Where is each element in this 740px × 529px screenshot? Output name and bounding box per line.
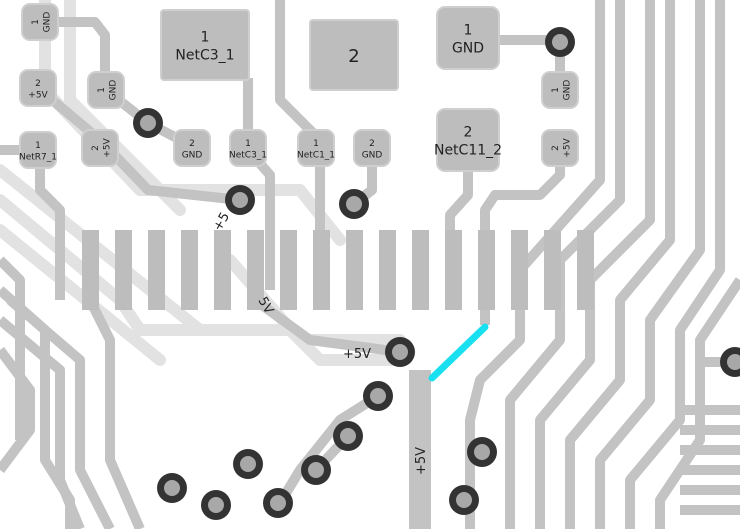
- via[interactable]: [385, 337, 415, 367]
- net-label-5v-vertical: +5V: [414, 447, 429, 475]
- via[interactable]: [339, 189, 369, 219]
- via[interactable]: [263, 488, 293, 518]
- pad-num-label: 1: [245, 139, 251, 149]
- ic-pin[interactable]: [511, 230, 528, 310]
- pad-num-label: 1: [551, 87, 561, 93]
- via[interactable]: [133, 108, 163, 138]
- ic-pin[interactable]: [379, 230, 396, 310]
- pad-net-label: NetC1_1: [297, 150, 335, 160]
- ic-pin[interactable]: [412, 230, 429, 310]
- pad-num-label: 2: [91, 145, 101, 151]
- ic-pin[interactable]: [247, 230, 264, 310]
- pad-net-label: +5V: [28, 90, 48, 100]
- pad-net-label: GND: [452, 41, 484, 57]
- pad-num-label: 1: [313, 139, 319, 149]
- via[interactable]: [363, 381, 393, 411]
- via[interactable]: [225, 185, 255, 215]
- pad-net-label: GND: [182, 150, 203, 160]
- net-label-5v-partial: 5V: [255, 295, 277, 317]
- pad-num-label: 2: [348, 46, 359, 67]
- ic-pin[interactable]: [214, 230, 231, 310]
- pad[interactable]: 2: [309, 19, 399, 91]
- selected-trace-highlight[interactable]: [428, 323, 489, 382]
- pad-num-label: 1: [97, 87, 107, 93]
- pad-net-label: NetC11_2: [434, 143, 502, 159]
- pad-net-label: GND: [562, 80, 572, 101]
- pad-net-label: GND: [108, 80, 118, 101]
- via[interactable]: [720, 347, 740, 377]
- pad-num-label: 2: [551, 145, 561, 151]
- net-label-5v: +5V: [343, 347, 371, 362]
- via[interactable]: [449, 485, 479, 515]
- pad-net-label: GND: [362, 150, 383, 160]
- ic-pin[interactable]: [115, 230, 132, 310]
- via[interactable]: [333, 421, 363, 451]
- via[interactable]: [545, 27, 575, 57]
- ic-pin[interactable]: [577, 230, 594, 310]
- pad-net-label: NetC3_1: [229, 150, 267, 160]
- pad-num-label: 1: [201, 30, 210, 46]
- ic-pin-row: [82, 230, 594, 310]
- ic-pin[interactable]: [280, 230, 297, 310]
- ic-pin[interactable]: [346, 230, 363, 310]
- pad-net-label: NetC3_1: [175, 48, 234, 64]
- via[interactable]: [467, 437, 497, 467]
- pad-num-label: 1: [35, 141, 41, 151]
- vias: [133, 27, 740, 520]
- ic-pin[interactable]: [313, 230, 330, 310]
- ic-pin[interactable]: [82, 230, 99, 310]
- pad[interactable]: 2+5V: [541, 129, 579, 167]
- pad-net-label: NetR7_1: [19, 152, 57, 162]
- pad-num-label: 2: [464, 125, 473, 141]
- pad-net-label: GND: [42, 12, 52, 33]
- ic-pin[interactable]: [478, 230, 495, 310]
- pad[interactable]: 2+5V: [81, 129, 119, 167]
- pad-num-label: 1: [31, 19, 41, 25]
- pad-num-label: 2: [35, 79, 41, 89]
- via[interactable]: [233, 449, 263, 479]
- ic-pin[interactable]: [445, 230, 462, 310]
- pad[interactable]: 2+5V: [19, 69, 57, 107]
- pad-num-label: 2: [369, 139, 375, 149]
- via[interactable]: [157, 473, 187, 503]
- pad-num-label: 1: [464, 23, 473, 39]
- pad-net-label: +5V: [102, 137, 112, 157]
- via[interactable]: [201, 490, 231, 520]
- via[interactable]: [301, 455, 331, 485]
- pad-num-label: 2: [189, 139, 195, 149]
- ic-pin[interactable]: [181, 230, 198, 310]
- ic-pin[interactable]: [544, 230, 561, 310]
- pad-net-label: +5V: [562, 137, 572, 157]
- ic-pin[interactable]: [148, 230, 165, 310]
